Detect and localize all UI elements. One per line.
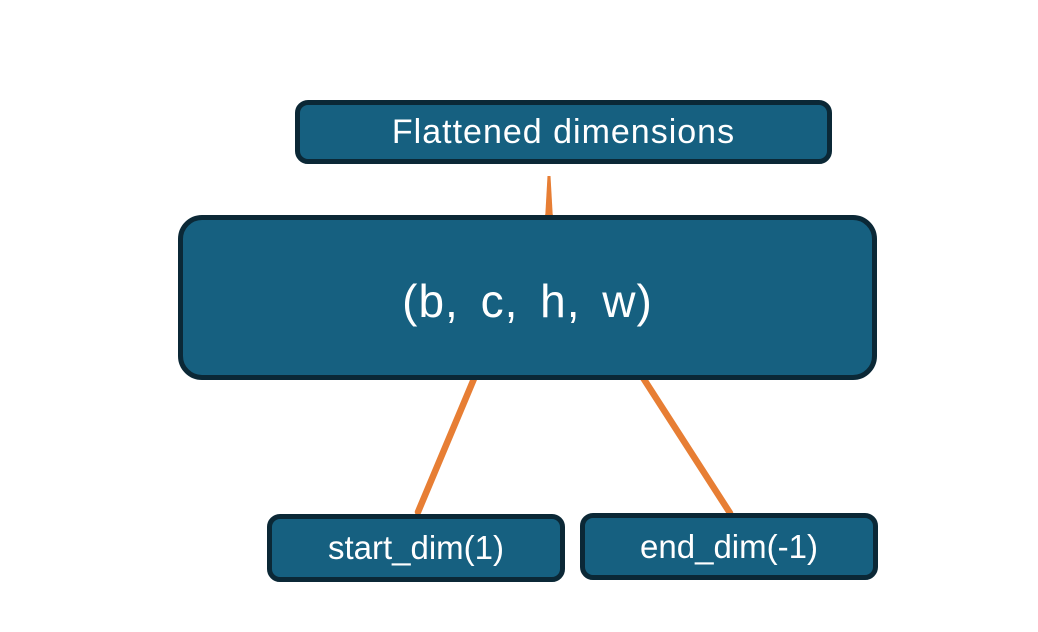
tensor-shape-box: (b, c, h, w) (178, 215, 877, 380)
tensor-shape-label: (b, c, h, w) (402, 274, 653, 327)
flattened-dimensions-label: Flattened dimensions (391, 112, 736, 151)
title-to-brace-stem (545, 176, 553, 220)
start-dim-label: start_dim(1) (327, 529, 505, 566)
flattened-dimensions-box: Flattened dimensions (295, 100, 832, 164)
end-dim-label: end_dim(-1) (640, 527, 818, 565)
start-dim-box: start_dim(1) (267, 514, 565, 582)
end-dim-box: end_dim(-1) (580, 513, 878, 580)
